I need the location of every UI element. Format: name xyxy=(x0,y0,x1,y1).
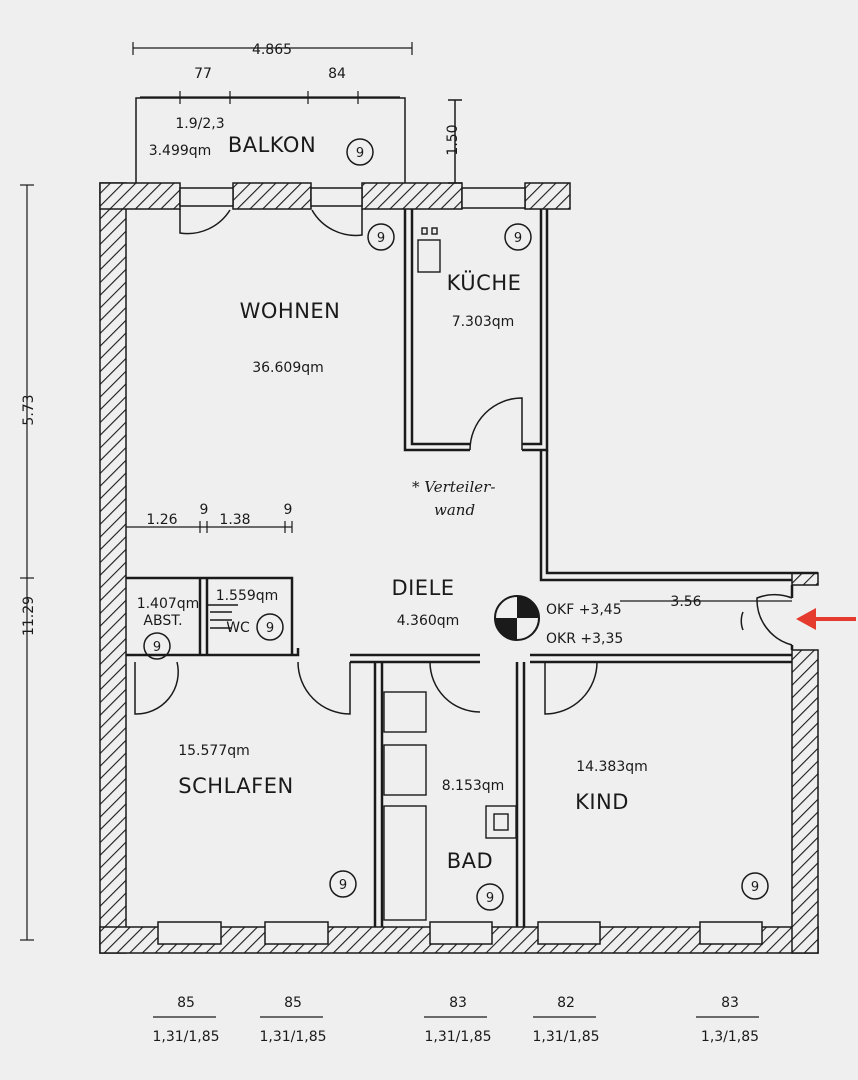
room-name-wohnen: WOHNEN xyxy=(240,299,341,323)
marker-wc: 9 xyxy=(266,621,274,636)
stove-icon xyxy=(417,239,441,273)
window-4-width: 82 xyxy=(557,995,575,1011)
room-area-schlafen: 15.577qm xyxy=(178,743,250,759)
doors xyxy=(134,209,793,715)
note-line-1: * Verteiler- xyxy=(412,478,495,496)
room-area-abst: 1.407qm xyxy=(137,596,200,612)
marker-balkon: 9 xyxy=(356,146,364,161)
balcony xyxy=(135,97,462,184)
room-marker-labels: 9 9 9 9 9 9 9 9 xyxy=(153,146,759,906)
window-3-ratio: 1,31/1,85 xyxy=(424,1029,491,1045)
room-area-kueche: 7.303qm xyxy=(452,314,515,330)
kitchen-window xyxy=(461,187,526,209)
level-okf: OKF +3,45 xyxy=(546,602,622,618)
room-name-bad: BAD xyxy=(447,849,493,873)
marker-wohnen: 9 xyxy=(377,231,385,246)
dim-top-total: 4.865 xyxy=(252,42,292,58)
dim-inner-nine-b: 9 xyxy=(284,502,293,518)
marker-bad: 9 xyxy=(486,891,494,906)
room-name-kueche: KÜCHE xyxy=(447,270,522,295)
exterior-walls xyxy=(99,182,819,954)
room-area-diele: 4.360qm xyxy=(397,613,460,629)
room-area-kind: 14.383qm xyxy=(576,759,648,775)
room-area-balkon: 3.499qm xyxy=(149,143,212,159)
room-area-wohnen: 36.609qm xyxy=(252,360,324,376)
room-name-wc: WC xyxy=(226,620,250,636)
marker-abst: 9 xyxy=(153,640,161,655)
fixtures xyxy=(207,227,517,921)
window-1-ratio: 1,31/1,85 xyxy=(152,1029,219,1045)
note-line-2: wand xyxy=(434,501,475,519)
dim-inner-b: 1.38 xyxy=(219,512,250,528)
window-2-ratio: 1,31/1,85 xyxy=(259,1029,326,1045)
room-name-balkon: BALKON xyxy=(228,133,316,157)
dimension-lines xyxy=(20,42,792,1018)
dim-balcony-depth: 1.50 xyxy=(445,124,461,155)
balcony-door-left xyxy=(179,187,234,207)
marker-kueche: 9 xyxy=(514,231,522,246)
toilet-icon xyxy=(383,744,427,796)
bathtub-icon xyxy=(383,805,427,921)
room-name-diele: DIELE xyxy=(391,576,454,600)
window-labels: 85 1,31/1,85 85 1,31/1,85 83 1,31/1,85 8… xyxy=(152,995,759,1045)
dim-top-b: 84 xyxy=(328,66,346,82)
interior-walls xyxy=(126,209,818,927)
marker-kind: 9 xyxy=(751,880,759,895)
window-4-ratio: 1,31/1,85 xyxy=(532,1029,599,1045)
dim-top-a: 77 xyxy=(194,66,212,82)
dim-diele-len: 3.56 xyxy=(670,594,701,610)
room-markers xyxy=(143,138,769,911)
room-area-bad: 8.153qm xyxy=(442,778,505,794)
room-name-schlafen: SCHLAFEN xyxy=(178,774,293,798)
balcony-door-right xyxy=(310,187,363,207)
window-2-width: 85 xyxy=(284,995,302,1011)
dim-left-total: 11.29 xyxy=(21,596,37,636)
room-name-abst: ABST. xyxy=(143,613,182,629)
level-marker-icon xyxy=(494,595,540,641)
window-1-width: 85 xyxy=(177,995,195,1011)
level-okr: OKR +3,35 xyxy=(546,631,623,647)
entrance-arrow-icon xyxy=(796,608,856,630)
room-area-wc: 1.559qm xyxy=(216,588,279,604)
sink-icon xyxy=(485,805,517,839)
dim-left-upper: 5.73 xyxy=(21,394,37,425)
window-5-ratio: 1,3/1,85 xyxy=(701,1029,759,1045)
dim-inner-nine-a: 9 xyxy=(200,502,209,518)
bottom-windows xyxy=(157,921,763,945)
window-5-width: 83 xyxy=(721,995,739,1011)
window-3-width: 83 xyxy=(449,995,467,1011)
marker-schlafen: 9 xyxy=(339,878,347,893)
washer-icon xyxy=(383,691,427,733)
balkon-ratio: 1.9/2,3 xyxy=(175,116,224,132)
dim-inner-a: 1.26 xyxy=(146,512,177,528)
room-name-kind: KIND xyxy=(575,790,629,814)
